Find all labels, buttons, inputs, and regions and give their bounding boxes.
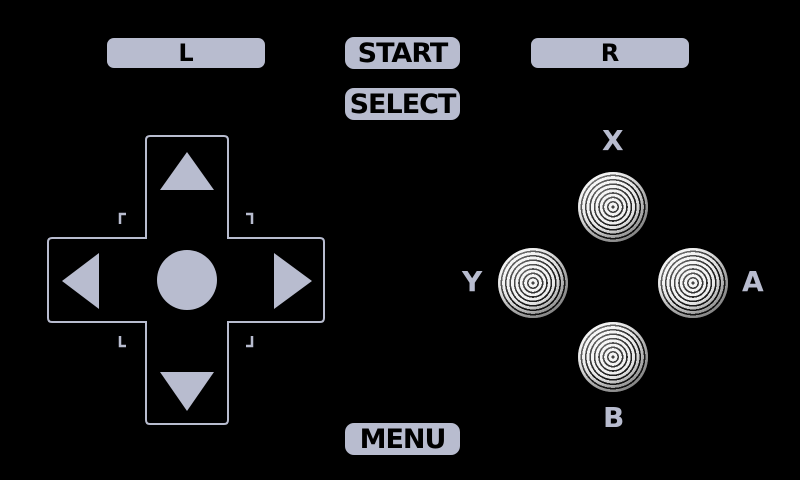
dpad-downleft-marker [118, 336, 126, 348]
y-button[interactable] [498, 248, 568, 318]
dpad-right-icon[interactable] [274, 253, 312, 309]
select-button[interactable]: SELECT [345, 88, 460, 120]
dpad-left-icon[interactable] [62, 253, 99, 309]
dpad-upright-marker [246, 212, 254, 224]
a-label: A [742, 265, 764, 298]
dpad-outline [47, 135, 325, 425]
start-button[interactable]: START [345, 37, 460, 69]
dpad-downright-marker [246, 336, 254, 348]
x-button[interactable] [578, 172, 648, 242]
dpad-up-icon[interactable] [160, 152, 214, 190]
dpad-center-icon[interactable] [157, 250, 217, 310]
l-shoulder-button[interactable]: L [107, 38, 265, 68]
b-label: B [603, 401, 625, 434]
r-shoulder-button[interactable]: R [531, 38, 689, 68]
menu-button[interactable]: MENU [345, 423, 460, 455]
y-label: Y [462, 265, 483, 298]
dpad-down-icon[interactable] [160, 372, 214, 411]
x-label: X [602, 124, 624, 157]
dpad-upleft-marker [118, 212, 126, 224]
b-button[interactable] [578, 322, 648, 392]
a-button[interactable] [658, 248, 728, 318]
